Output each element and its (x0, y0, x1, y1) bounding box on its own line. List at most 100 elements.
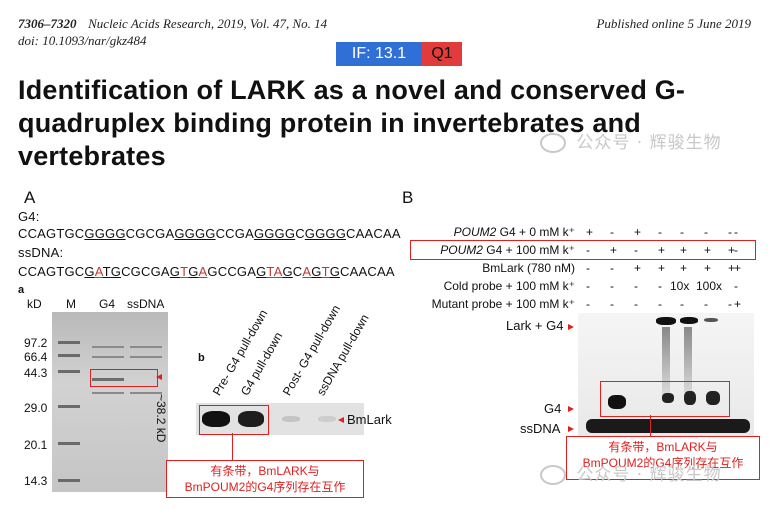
emsa-row-label: Mutant probe + 100 mM k⁺ (432, 297, 575, 311)
emsa-row-label-text: Cold probe + 100 mM k⁺ (443, 279, 575, 293)
panel-b-note: 有条带，BmLARK与 BmPOUM2的G4序列存在互作 (566, 436, 760, 480)
emsa-lane-sign: + (704, 261, 712, 275)
ssdna-seq-segment: A (94, 264, 103, 279)
emsa-lane-sign: + (728, 243, 736, 257)
g4-band-label: G4 (544, 401, 562, 416)
ssdna-seq-segment: G (329, 264, 341, 279)
emsa-lane-sign: + (734, 261, 742, 275)
emsa-lane-sign: - (734, 243, 738, 257)
emsa-lane-sign: - (634, 279, 638, 293)
ssdna-seq-segment: CAACAA (340, 264, 395, 279)
g4-label: G4: (18, 209, 40, 224)
emsa-note-connector (650, 415, 651, 437)
wechat-icon (540, 465, 566, 485)
g4-seq-segment: CGCGA (125, 226, 175, 241)
watermark-bottom: 公众号 · 辉骏生物 (540, 460, 722, 485)
emsa-gel (578, 313, 754, 440)
emsa-row-label-text: G4 + 100 mM k⁺ (482, 243, 575, 257)
g4-seq-segment: CAACAA (346, 226, 401, 241)
emsa-row-label: Cold probe + 100 mM k⁺ (444, 279, 575, 293)
doi: doi: 10.1093/nar/gkz484 (18, 33, 147, 48)
ssdna-seq-segment: T (180, 264, 189, 279)
ssdna-seq-segment: A (198, 264, 208, 279)
emsa-lane-sign: + (680, 243, 688, 257)
emsa-lane-sign: + (728, 261, 736, 275)
emsa-row-label: POUM2 G4 + 100 mM k⁺ (440, 243, 575, 257)
ssdna-arrow-icon (568, 426, 574, 432)
kd-header: kD (27, 297, 42, 311)
emsa-lane-sign: - (634, 297, 638, 311)
ssdna-seq-segment: G (84, 264, 95, 279)
panel-b-note-line2: BmPOUM2的G4序列存在互作 (582, 456, 744, 470)
g4-seq-segment: GGGG (174, 226, 216, 241)
g4-seq-segment: CCGA (215, 226, 254, 241)
emsa-lane-sign: - (728, 297, 732, 311)
emsa-lane-sign: + (734, 297, 742, 311)
emsa-lane-sign: - (680, 225, 684, 239)
ssdna-seq-segment: G (256, 264, 267, 279)
ssdna-band-label: ssDNA (520, 421, 561, 436)
emsa-row-label: BmLark (780 nM) (482, 261, 575, 275)
ssdna-seq-segment: G (311, 264, 322, 279)
g4-arrow-icon (568, 406, 574, 412)
wechat-icon (540, 133, 566, 153)
article-title: Identification of LARK as a novel and co… (18, 75, 686, 171)
emsa-lane-sign: + (680, 261, 688, 275)
panel-a-note-line1: 有条带，BmLARK与 (210, 464, 320, 478)
ssdna-seq-segment: CCAGTGC (18, 264, 85, 279)
band-highlight-box (90, 369, 158, 387)
emsa-row-label-italic: POUM2 (453, 225, 497, 239)
emsa-lane-sign: - (658, 297, 662, 311)
emsa-row-label: POUM2 G4 + 0 mM k⁺ (454, 225, 575, 239)
sds-page-gel (52, 312, 168, 492)
published-date: Published online 5 June 2019 (596, 16, 751, 31)
note-connector (232, 433, 233, 461)
emsa-lane-sign: + (658, 261, 666, 275)
ssdna-seq-segment: G (282, 264, 293, 279)
emsa-lane-sign: + (610, 243, 618, 257)
emsa-lane-sign: - (704, 225, 708, 239)
g4-seq-segment: GGGG (253, 226, 296, 241)
emsa-lane-sign: + (634, 261, 642, 275)
blot-highlight-box (199, 405, 269, 435)
panel-b-letter: B (402, 188, 414, 207)
emsa-lane-sign: - (586, 297, 590, 311)
emsa-lane-sign: + (658, 243, 666, 257)
bmlark-label: BmLark (347, 412, 392, 427)
emsa-row-label-text: BmLark (780 nM) (482, 261, 575, 275)
emsa-row-label-text: G4 + 0 mM k⁺ (496, 225, 575, 239)
emsa-lane-sign: - (658, 225, 662, 239)
g4-sequence: CCAGTGCGGGGCGCGAGGGGCCGAGGGGCGGGGCAACAA (18, 226, 401, 241)
ssdna-seq-segment: T (102, 264, 111, 279)
band-arrow-icon (156, 374, 162, 380)
ssdna-seq-segment: CGCGA (121, 264, 170, 279)
lark-g4-label: Lark + G4 (506, 318, 564, 333)
emsa-lane-sign: 100x (696, 279, 723, 293)
emsa-lane-sign: - (610, 297, 614, 311)
g4-seq-segment: GGGG (84, 226, 126, 241)
g4-seq-segment: CCAGTGC (18, 226, 85, 241)
emsa-lane-sign: + (586, 225, 594, 239)
marker-20: 20.1 (24, 438, 48, 452)
ssdna-label: ssDNA: (18, 245, 64, 260)
journal-citation: Nucleic Acids Research, 2019, Vol. 47, N… (88, 16, 328, 31)
emsa-lane-sign: - (658, 279, 662, 293)
emsa-lane-sign: - (728, 225, 732, 239)
panel-b-note-line1: 有条带，BmLARK与 (608, 440, 718, 454)
page-range: 7306–7320 (18, 16, 77, 31)
emsa-lane-sign: + (704, 243, 712, 257)
emsa-lane-sign: - (610, 225, 614, 239)
lane-label-m: M (66, 297, 76, 311)
marker-66: 66.4 (24, 350, 48, 364)
watermark-text: 公众号 · 辉骏生物 (576, 133, 722, 153)
emsa-row-label-text: Mutant probe + 100 mM k⁺ (431, 297, 575, 311)
emsa-lane-sign: + (634, 225, 642, 239)
emsa-lane-sign: 10x (670, 279, 690, 293)
marker-14: 14.3 (24, 474, 48, 488)
emsa-lane-sign: - (586, 261, 590, 275)
ssdna-seq-segment: T (266, 264, 274, 279)
marker-29: 29.0 (24, 401, 48, 415)
quartile-badge: Q1 (422, 42, 462, 66)
panel-a-note-line2: BmPOUM2的G4序列存在互作 (184, 480, 346, 494)
band-size-label: ~38.2 kD (154, 394, 168, 443)
